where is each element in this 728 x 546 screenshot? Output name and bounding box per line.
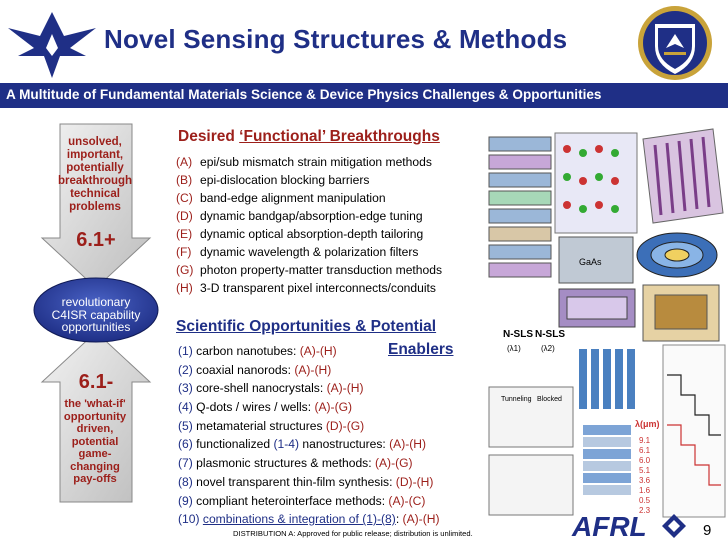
list-item: (3) core-shell nanocrystals: (A)-(H) <box>178 381 364 396</box>
svg-text:2.3: 2.3 <box>639 506 651 515</box>
enablers-list: (1) carbon nanotubes: (A)-(H) (2) coaxia… <box>178 342 439 529</box>
svg-text:3.6: 3.6 <box>639 476 651 485</box>
list-item: (8) novel transparent thin-film synthesi… <box>178 474 434 489</box>
gaas-substrate-graphic: GaAs <box>558 236 634 284</box>
list-item: (9) compliant heterointerface methods: (… <box>178 493 426 508</box>
svg-text:5.1: 5.1 <box>639 466 651 475</box>
afrl-logo: AFRL <box>571 511 686 542</box>
list-item: (2) coaxial nanorods: (A)-(H) <box>178 362 332 377</box>
list-item: (5) metamaterial structures (D)-(G) <box>178 418 365 433</box>
list-item: (7) plasmonic structures & methods: (A)-… <box>178 456 413 471</box>
svg-text:1.6: 1.6 <box>639 486 651 495</box>
nsls-left-label: N-SLS <box>503 329 533 340</box>
list-item: (A)epi/sub mismatch strain mitigation me… <box>176 155 432 169</box>
slide-title: Novel Sensing Structures & Methods <box>104 24 568 54</box>
opportunities-heading-continued: Enablers <box>388 341 454 358</box>
band-diagram-graphic <box>662 344 726 518</box>
list-item: (C)band-edge alignment manipulation <box>176 191 386 205</box>
blocked-label: Blocked <box>537 396 562 403</box>
gaas-label: GaAs <box>579 257 602 267</box>
center-ellipse <box>33 277 159 343</box>
bottom-arrow-level: 6.1- <box>78 371 114 393</box>
top-arrow-level: 6.1+ <box>76 229 116 251</box>
photonic-crystal-graphic <box>642 284 720 342</box>
tunneling-label: Tunneling <box>501 396 532 403</box>
distribution-statement: DISTRIBUTION A: Approved for public rele… <box>233 529 473 538</box>
bottom-arrow-description: the 'what-if' opportunity driven, potent… <box>63 398 127 485</box>
coaxial-nanotube-graphic <box>636 232 718 278</box>
svg-text:9.1: 9.1 <box>639 436 651 445</box>
svg-text:AFRL: AFRL <box>571 511 647 542</box>
list-item: (D)dynamic bandgap/absorption-edge tunin… <box>176 209 423 223</box>
opportunities-heading: Scientific Opportunities & Potential <box>176 318 437 335</box>
nanopillar-array-graphic <box>642 128 724 224</box>
list-item: (F)dynamic wavelength & polarization fil… <box>176 245 419 259</box>
waveguide-block-graphic <box>558 288 636 328</box>
afrl-shield-logo <box>638 6 712 80</box>
list-item: (G)photon property-matter transduction m… <box>176 263 443 277</box>
lambda-um-label: λ(μm) <box>635 419 660 429</box>
slide-subtitle: A Multitude of Fundamental Materials Sci… <box>6 87 602 102</box>
svg-text:0.5: 0.5 <box>639 496 651 505</box>
page-number: 9 <box>703 522 712 539</box>
center-capability-text: revolutionary C4ISR capability opportuni… <box>51 295 141 334</box>
layer-stack-graphic <box>488 136 552 278</box>
nanowire-bar-array-graphic <box>579 349 635 409</box>
breakthroughs-list: (A)epi/sub mismatch strain mitigation me… <box>176 153 442 297</box>
list-item: (4) Q-dots / wires / wells: (A)-(G) <box>178 400 353 415</box>
list-item: (H)3-D transparent pixel interconnects/c… <box>176 281 436 295</box>
crystal-lattice-graphic <box>554 132 638 234</box>
down-arrow-shape <box>40 123 152 289</box>
svg-text:6.1: 6.1 <box>639 446 651 455</box>
research-level-arrows <box>33 123 159 503</box>
nanostructure-illustration-collage: GaAs N-SLS N-SLS (λ1) (λ2) <box>467 125 727 525</box>
breakthroughs-heading: Desired ‘Functional’ Breakthroughs <box>178 128 440 145</box>
lambda2-label: (λ2) <box>541 344 555 353</box>
nsls-right-label: N-SLS <box>535 329 565 340</box>
air-force-logo <box>8 12 96 78</box>
up-arrow-shape <box>40 331 152 503</box>
quantum-well-stack-graphic <box>583 425 631 495</box>
wavelength-scale: 9.1 6.1 6.0 5.1 3.6 1.6 0.5 2.3 <box>639 436 651 515</box>
top-arrow-description: unsolved, important, potentially breakth… <box>57 136 133 213</box>
list-item: (E)dynamic optical absorption-depth tail… <box>176 227 424 241</box>
collage-graphic: GaAs N-SLS N-SLS (λ1) (λ2) <box>488 128 726 518</box>
subtitle-bar: A Multitude of Fundamental Materials Sci… <box>0 83 728 108</box>
list-item: (1) carbon nanotubes: (A)-(H) <box>178 344 337 358</box>
tunneling-diagram-graphic: Tunneling Blocked <box>488 386 574 516</box>
list-item: (B)epi-dislocation blocking barriers <box>176 173 370 187</box>
svg-text:6.0: 6.0 <box>639 456 651 465</box>
list-item: (6) functionalized (1-4) nanostructures:… <box>178 437 427 452</box>
list-item: (10) combinations & integration of (1)-(… <box>178 512 440 527</box>
lambda1-label: (λ1) <box>507 344 521 353</box>
